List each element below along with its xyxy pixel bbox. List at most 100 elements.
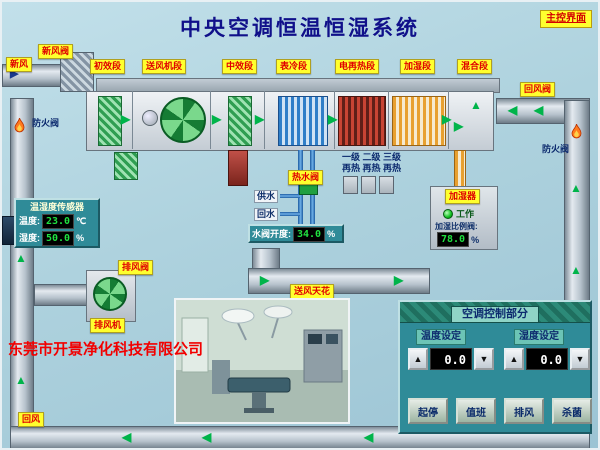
supply-fan-icon [160,97,206,143]
water-valve-body [299,184,318,195]
page-title: 中央空调恒温恒湿系统 [180,17,420,40]
flow-arrow: ▲ [15,373,27,387]
sterilize-button[interactable]: 杀菌 [552,398,592,424]
return-water-label: 回水 [254,208,279,221]
control-panel: 空调控制部分 温度设定 湿度设定 ▲ 0.0 ▼ ▲ 0.0 ▼ 起停 值班 排… [398,300,592,434]
flow-arrow: ▲ [570,181,582,195]
flow-arrow: ◀ [364,430,374,444]
temp-unit: ℃ [76,216,87,226]
humidifier-valve-unit: % [471,234,480,245]
pre-filter [98,96,122,146]
flow-arrow: ▲ [470,98,482,112]
humidifier-status: 工作 [456,209,475,219]
reheat-label: 再热 再热 再热 [342,163,402,173]
humidifier-valve-value: 78.0 [437,232,470,247]
running-indicator [443,208,453,219]
flow-arrow: ▶ [260,273,270,287]
down-arrow-icon: ▼ [575,354,585,364]
ahu-section-label: 加湿段 [400,59,436,75]
humidity-setpoint-spinner: ▲ 0.0 ▼ [504,348,590,370]
ahu-section-label: 中效段 [222,59,258,75]
flow-arrow: ◀ [508,103,518,117]
reheat-stage-box [379,176,394,194]
reheat-stage-box [361,176,376,194]
return-air-label: 回风 [18,412,45,428]
electric-reheater [338,96,386,146]
exhaust-fan-icon [93,277,127,311]
fire-icon [570,123,583,146]
humidity-setpoint-display: 0.0 [526,348,568,370]
temp-setpoint-spinner: ▲ 0.0 ▼ [408,348,494,370]
heater-box [228,150,248,186]
reheat-stage-box [343,176,358,194]
supply-ceiling-duct [248,268,430,294]
ahu-section-label: 送风机段 [142,59,187,75]
humidifier-valve-label: 加湿比例阀: [435,222,478,231]
temp-setpoint-display: 0.0 [430,348,472,370]
temp-down-button[interactable]: ▼ [474,348,494,370]
fan-motor [142,110,158,126]
flow-arrow: ▶ [454,119,464,133]
humidifier-unit: 加湿器 工作 加湿比例阀: 78.0 % [430,186,498,250]
temp-label: 温度: [19,216,40,226]
ahu-section-label: 混合段 [457,59,493,75]
valve-actuator [114,152,138,180]
humidity-label: 湿度: [19,233,40,243]
start-stop-button[interactable]: 起停 [408,398,448,424]
down-arrow-icon: ▼ [479,354,489,364]
fresh-air-valve-label: 新风阀 [38,44,74,60]
main-screen-button[interactable]: 主控界面 [540,10,592,28]
flow-arrow: ▲ [570,263,582,277]
duty-button[interactable]: 值班 [456,398,496,424]
exhaust-fan-label: 排风机 [90,318,126,334]
humidifier-pipe [454,150,466,190]
room-photo [174,298,350,424]
humidifier-section [392,96,446,146]
supply-ceiling-label: 送风天花 [290,284,335,300]
humidifier-label: 加湿器 [445,189,481,205]
ahu-section-label: 初效段 [90,59,126,75]
water-pipe [280,194,300,198]
company-watermark: 东莞市开景净化科技有限公司 [8,341,204,358]
supply-water-label: 供水 [254,190,279,203]
temp-value: 23.0 [42,214,75,229]
fire-valve-label: 防火阀 [32,118,60,128]
humidity-setpoint-label: 湿度设定 [514,329,564,345]
flow-arrow: ▶ [255,112,265,126]
humidity-up-button[interactable]: ▲ [504,348,524,370]
flow-arrow: ◀ [534,103,544,117]
control-panel-title: 空调控制部分 [451,306,539,323]
water-valve-value: 34.0 [293,227,326,242]
flow-arrow: ▲ [15,251,27,265]
temp-humidity-sensor-panel: 温湿度传感器 温度: 23.0 ℃ 湿度: 50.0 % [14,198,100,248]
flow-arrow: ◀ [122,430,132,444]
ahu-section-label: 表冷段 [276,59,312,75]
temp-up-button[interactable]: ▲ [408,348,428,370]
fire-valve-label: 防火阀 [542,144,570,154]
up-arrow-icon: ▲ [413,354,423,364]
humidity-value: 50.0 [42,231,75,246]
temp-setpoint-label: 温度设定 [416,329,466,345]
fire-icon [13,117,26,140]
up-arrow-icon: ▲ [509,354,519,364]
water-pipe [280,212,300,216]
reheat-stages-label: 一级 二级 三级 [342,152,402,162]
humidity-down-button[interactable]: ▼ [570,348,590,370]
humidity-unit: % [76,233,85,243]
return-air-valve-label: 回风阀 [520,82,556,98]
flow-arrow: ▶ [328,112,338,126]
left-duct [10,98,34,448]
fresh-air-label: 新风 [6,57,33,73]
exhaust-button[interactable]: 排风 [504,398,544,424]
water-valve-label: 水阀开度: [252,229,291,239]
flow-arrow: ◀ [202,430,212,444]
flow-arrow: ▶ [10,68,19,80]
exhaust-valve-label: 排风阀 [118,260,154,276]
ahu-section-label: 电再热段 [335,59,380,75]
flow-arrow: ▶ [394,273,404,287]
flow-arrow: ▶ [121,112,131,126]
cooling-coil [278,96,328,146]
flow-arrow: ▶ [212,112,222,126]
water-valve-unit: % [327,229,336,239]
